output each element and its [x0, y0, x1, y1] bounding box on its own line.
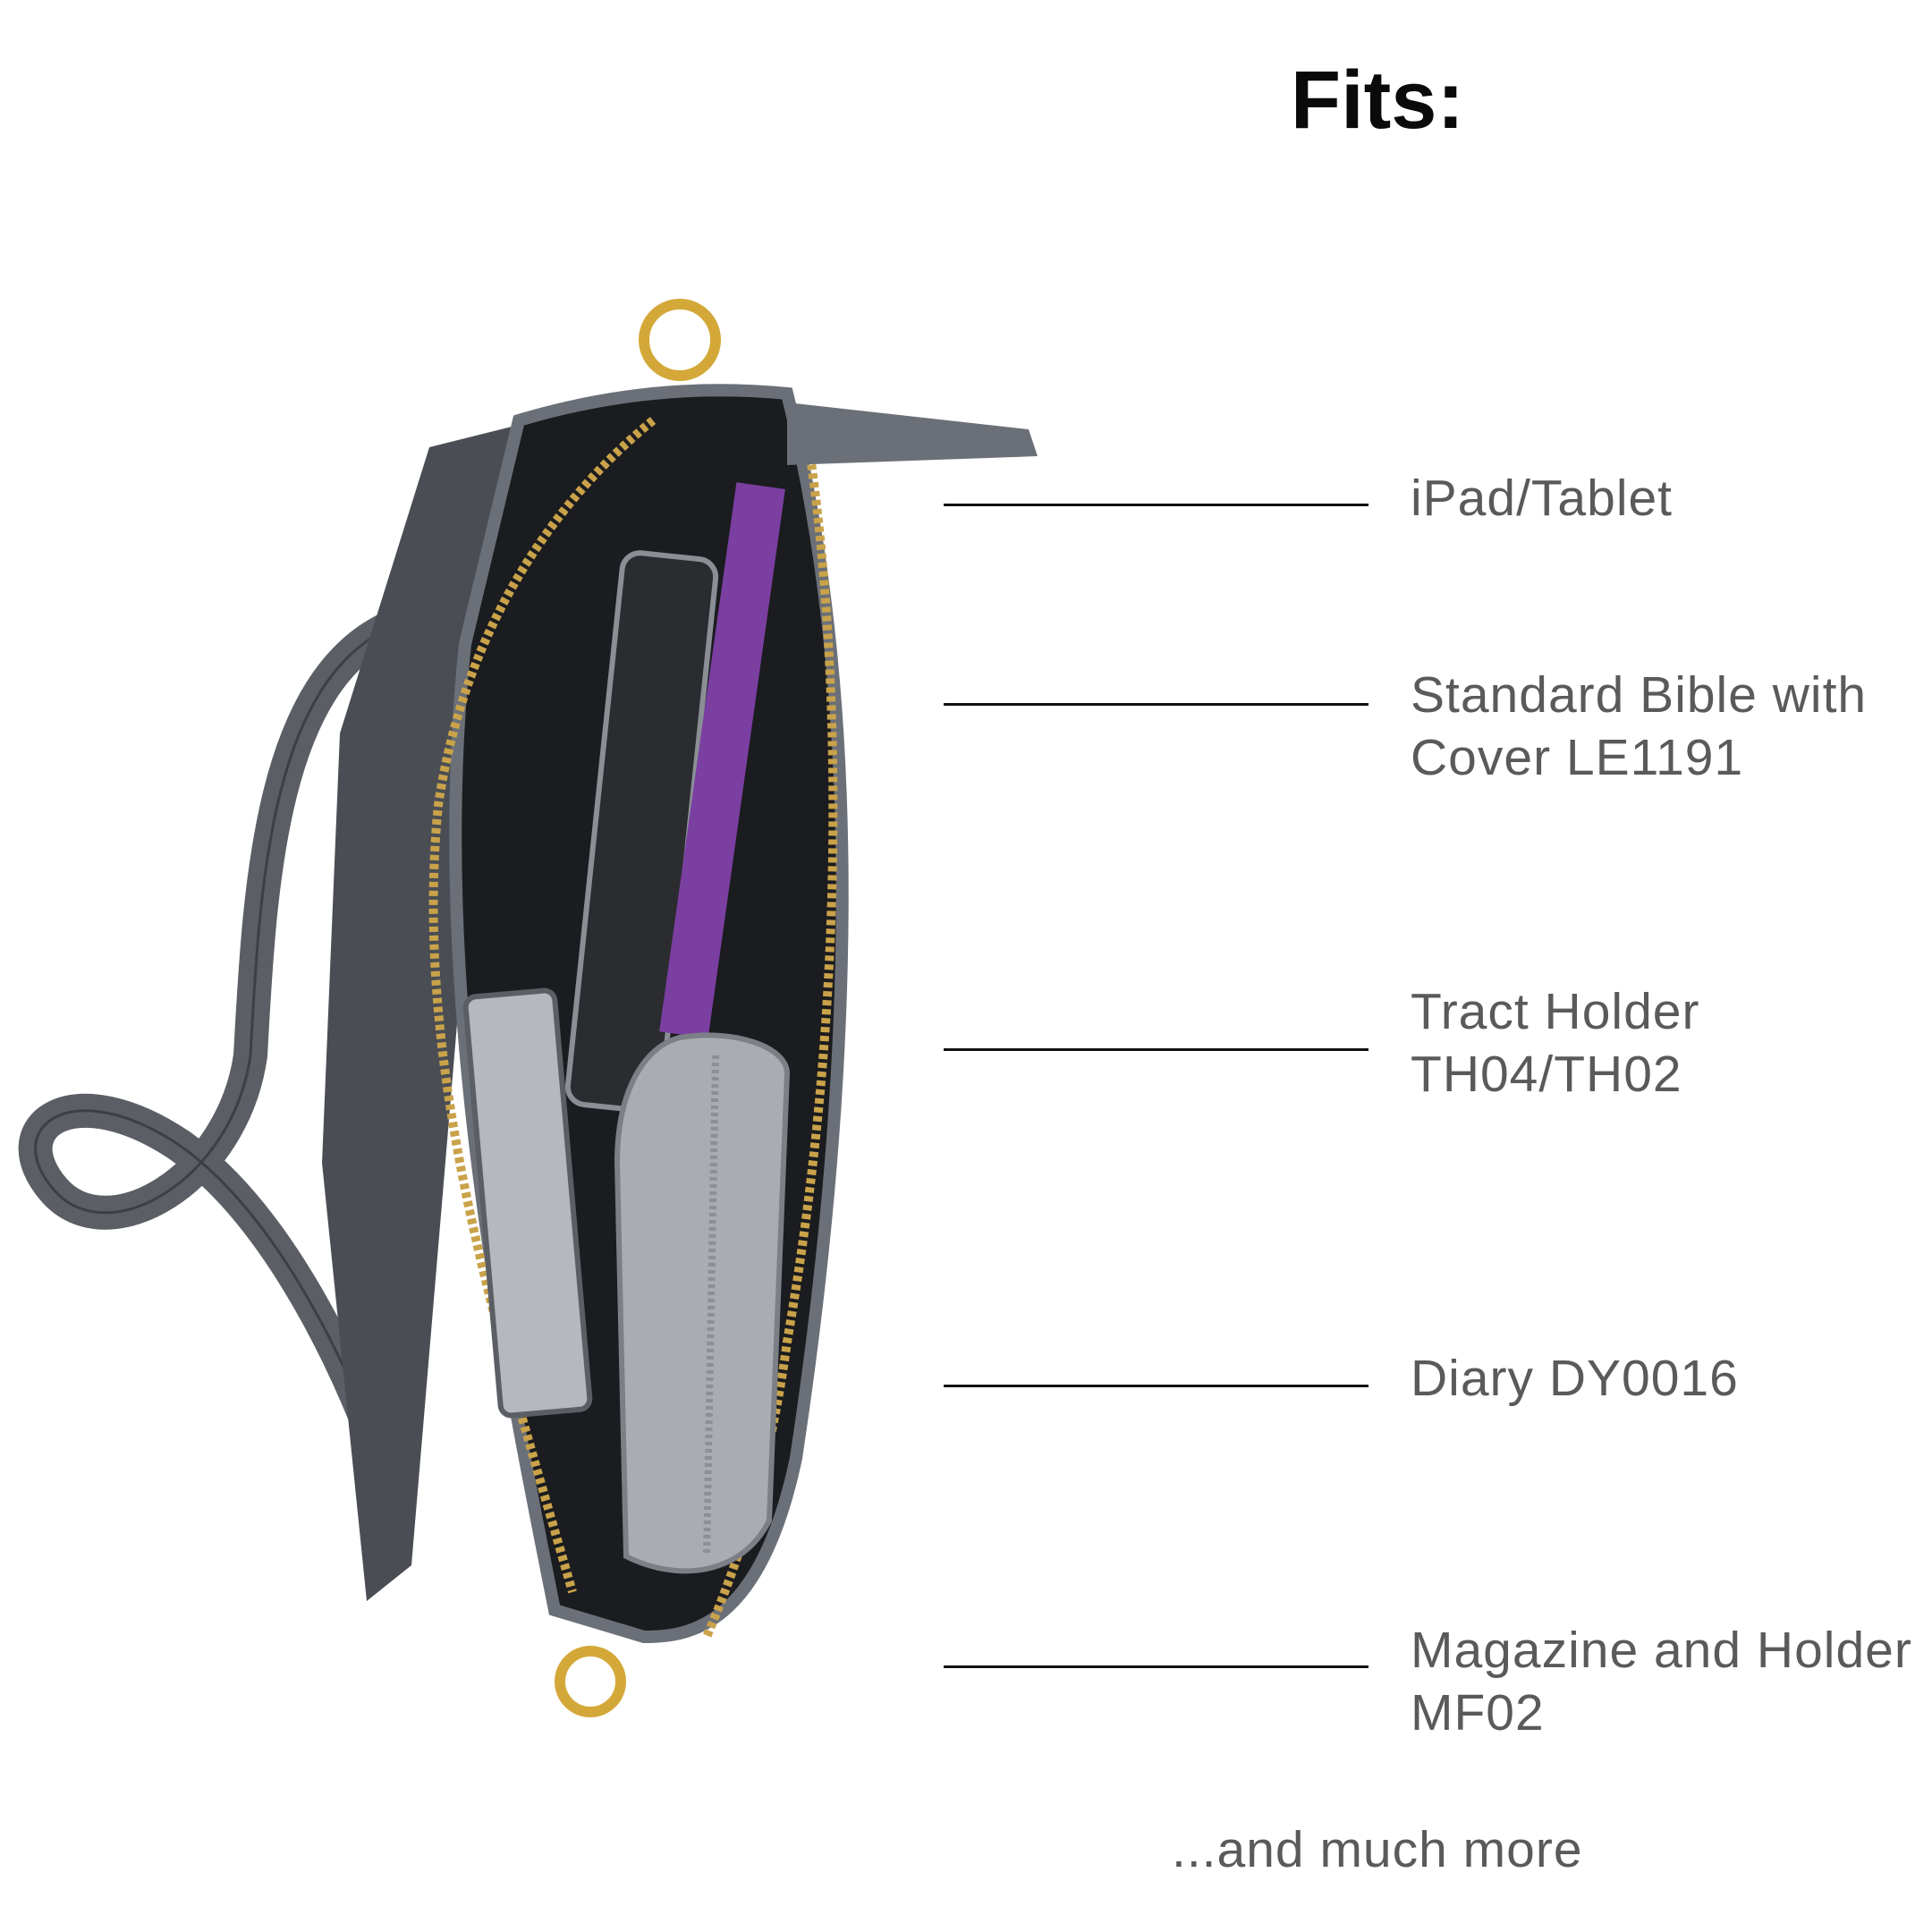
fits-heading: Fits: [1290, 55, 1465, 146]
leader-line-bible [944, 703, 1368, 706]
leader-line-magazine [944, 1665, 1368, 1668]
zipper-tab [787, 402, 1038, 465]
magazine-holder [462, 987, 593, 1419]
footer-more-text: ...and much more [1172, 1821, 1583, 1878]
clasp-top [639, 299, 721, 381]
leader-line-ipad [944, 504, 1368, 506]
label-tract-holder: Tract Holder TH04/TH02 [1411, 983, 1700, 1103]
leader-line-diary [944, 1385, 1368, 1387]
diary-pouch [614, 1032, 791, 1574]
clasp-bottom [555, 1646, 626, 1717]
label-diary: Diary DY0016 [1411, 1350, 1739, 1407]
label-ipad-tablet: iPad/Tablet [1411, 470, 1674, 527]
label-standard-bible: Standard Bible with Cover LE1191 [1411, 666, 1868, 786]
label-magazine-holder: Magazine and Holder MF02 [1411, 1622, 1912, 1741]
bible [659, 482, 785, 1038]
crossbody-bag-image [18, 299, 1038, 1717]
leader-line-tract [944, 1048, 1368, 1051]
